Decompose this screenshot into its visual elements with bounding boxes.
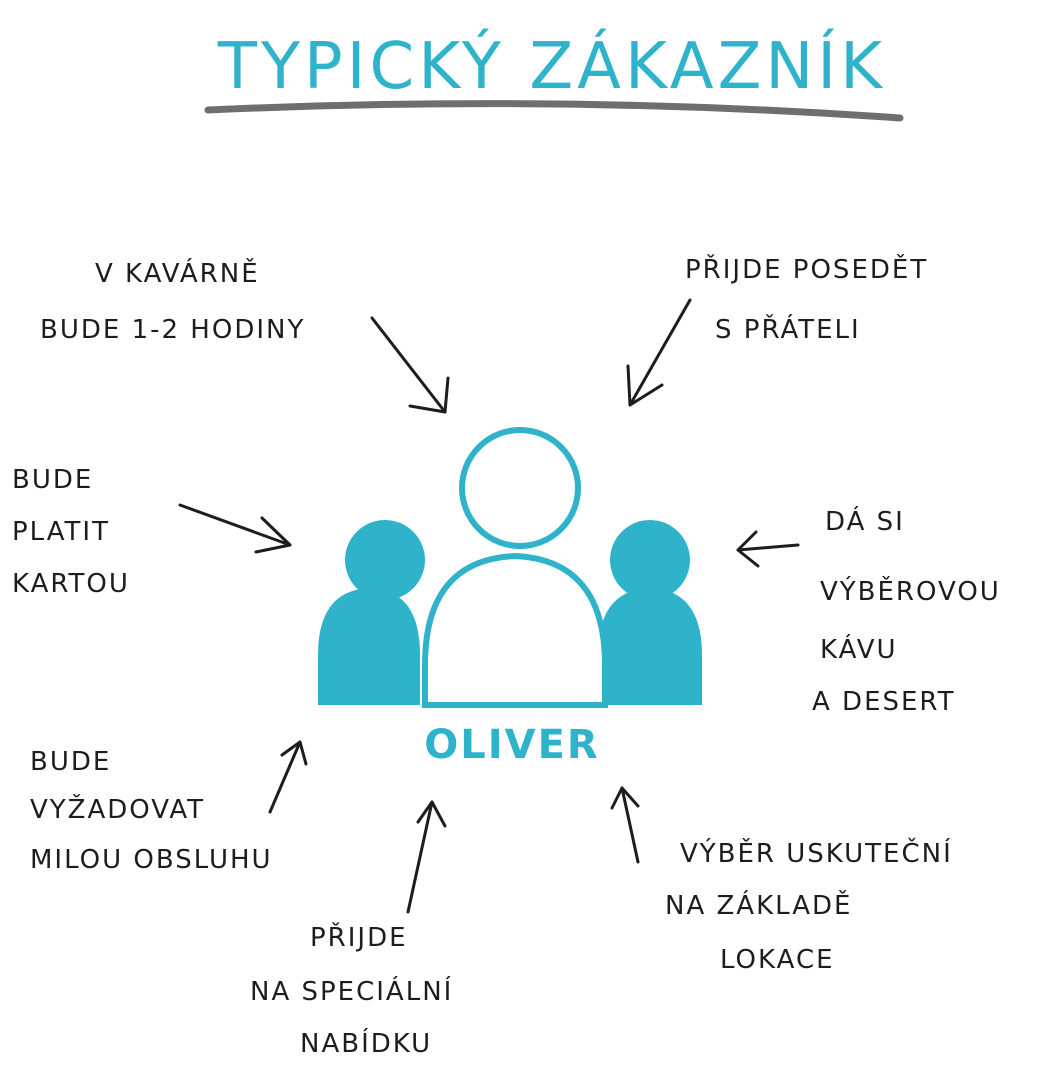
note-mid-right: DÁ SI VÝBĚROVOU KÁVU A DESERT bbox=[812, 505, 1001, 717]
arrow-low-right-icon bbox=[610, 786, 640, 864]
note-line: PŘIJDE POSEDĚT bbox=[685, 253, 928, 285]
right-person-body bbox=[598, 588, 702, 705]
center-person-head bbox=[459, 427, 581, 549]
note-line: PLATIT bbox=[12, 517, 110, 547]
note-line: VYŽADOVAT bbox=[30, 793, 205, 825]
note-line: BUDE 1-2 HODINY bbox=[40, 315, 305, 345]
note-line: BUDE bbox=[30, 747, 111, 777]
arrow-mid-right-icon bbox=[736, 530, 800, 568]
left-person-body bbox=[318, 588, 420, 705]
arrow-mid-left-icon bbox=[178, 503, 292, 554]
right-person-head bbox=[610, 520, 690, 600]
arrow-top-right-icon bbox=[626, 298, 692, 407]
person-group-icon bbox=[318, 427, 702, 708]
arrow-top-left-icon bbox=[370, 316, 450, 414]
note-line: KÁVU bbox=[820, 633, 898, 665]
arrow-bottom-center-icon bbox=[406, 800, 447, 914]
note-line: S PŘÁTELI bbox=[715, 313, 861, 345]
note-line: LOKACE bbox=[720, 945, 835, 975]
note-line: KARTOU bbox=[12, 569, 130, 599]
persona-name: OLIVER bbox=[424, 722, 599, 768]
note-line: DÁ SI bbox=[825, 505, 905, 537]
note-top-left: V KAVÁRNĚ BUDE 1-2 HODINY bbox=[40, 257, 305, 345]
note-mid-left: BUDE PLATIT KARTOU bbox=[12, 465, 130, 599]
note-bottom-center: PŘIJDE NA SPECIÁLNÍ NABÍDKU bbox=[250, 921, 453, 1059]
center-person-body bbox=[422, 552, 608, 708]
page-title: TYPICKÝ ZÁKAZNÍK bbox=[217, 28, 886, 104]
note-line: NA ZÁKLADĚ bbox=[665, 889, 852, 921]
note-low-right: VÝBĚR USKUTEČNÍ NA ZÁKLADĚ LOKACE bbox=[665, 837, 953, 975]
note-low-left: BUDE VYŽADOVAT MILOU OBSLUHU bbox=[30, 747, 273, 875]
note-line: NA SPECIÁLNÍ bbox=[250, 975, 453, 1007]
note-line: PŘIJDE bbox=[310, 921, 408, 953]
note-line: V KAVÁRNĚ bbox=[95, 257, 260, 289]
arrow-low-left-icon bbox=[268, 740, 308, 814]
title-underline bbox=[204, 100, 904, 122]
left-person-head bbox=[345, 520, 425, 600]
note-line: A DESERT bbox=[812, 687, 956, 717]
note-line: NABÍDKU bbox=[300, 1027, 432, 1059]
note-line: VÝBĚROVOU bbox=[820, 575, 1001, 607]
note-line: VÝBĚR USKUTEČNÍ bbox=[680, 837, 953, 869]
note-top-right: PŘIJDE POSEDĚT S PŘÁTELI bbox=[685, 253, 928, 345]
note-line: BUDE bbox=[12, 465, 93, 495]
note-line: MILOU OBSLUHU bbox=[30, 845, 273, 875]
